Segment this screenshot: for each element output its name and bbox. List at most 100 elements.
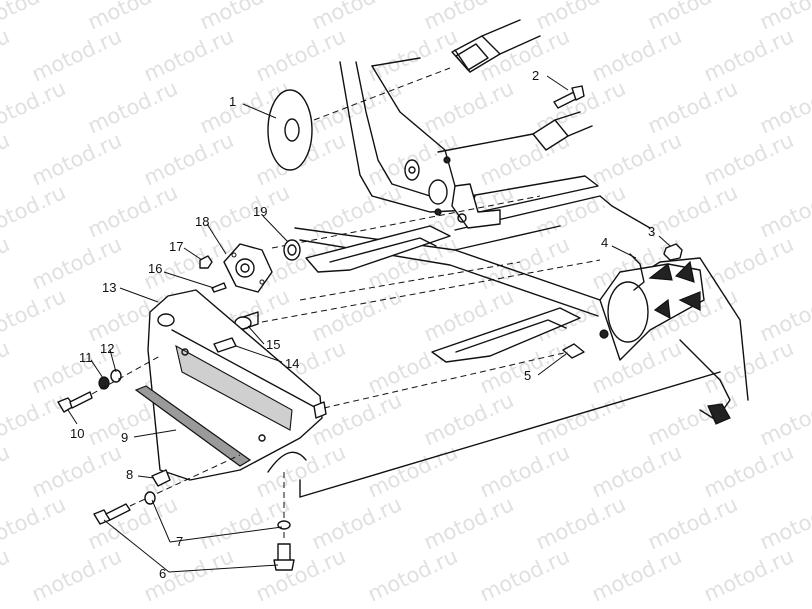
callout-5: 5 (524, 368, 531, 383)
watermark-text: motod.ru (476, 544, 573, 606)
watermark-text: motod.ru (308, 0, 405, 35)
callout-15: 15 (266, 337, 280, 352)
watermark-text: motod.ru (0, 76, 69, 138)
watermark-text: motod.ru (364, 440, 461, 502)
watermark-text: motod.ru (308, 284, 405, 346)
plug-part-8 (151, 469, 171, 487)
washer-part-7b (277, 520, 291, 530)
watermark-text: motod.ru (0, 0, 69, 35)
watermark-text: motod.ru (0, 284, 69, 346)
watermark-text: motod.ru (644, 76, 741, 138)
watermark-text: motod.ru (588, 336, 685, 398)
callout-7: 7 (176, 534, 183, 549)
watermark-text: motod.ru (28, 440, 125, 502)
watermark-text: motod.ru (532, 0, 629, 35)
disc-part-1 (267, 67, 451, 171)
callout-4: 4 (601, 235, 608, 250)
watermark-text: motod.ru (140, 544, 237, 606)
watermark-text: motod.ru (476, 440, 573, 502)
watermark-text: motod.ru (84, 492, 181, 554)
footrest-lower (431, 307, 581, 363)
watermark-text: motod.ru (308, 388, 405, 450)
watermark-text: motod.ru (644, 492, 741, 554)
watermark-text: motod.ru (28, 128, 125, 190)
callout-2: 2 (532, 68, 539, 83)
bolt-part-2 (553, 85, 585, 109)
callout-17: 17 (169, 239, 183, 254)
callout-16: 16 (148, 261, 162, 276)
watermark-text: motod.ru (252, 544, 349, 606)
watermark-text: motod.ru (588, 544, 685, 606)
callout-10: 10 (70, 426, 84, 441)
callout-8: 8 (126, 467, 133, 482)
watermark-text: motod.ru (196, 0, 293, 35)
lockwasher-part-11 (98, 376, 110, 390)
watermark-text: motod.ru (28, 24, 125, 86)
callout-1: 1 (229, 94, 236, 109)
watermark-text: motod.ru (364, 544, 461, 606)
watermark-text: motod.ru (700, 24, 797, 86)
frame-structure (294, 57, 749, 498)
watermark-text: motod.ru (0, 544, 13, 606)
watermark-text: motod.ru (532, 388, 629, 450)
plate-fittings (404, 156, 451, 216)
watermark-text: motod.ru (420, 76, 517, 138)
watermark-text: motod.ru (700, 544, 797, 606)
watermark-text: motod.ru (84, 180, 181, 242)
nut-part-17 (199, 255, 213, 269)
bolt-part-10 (57, 355, 161, 413)
bearing-housing (599, 260, 731, 425)
flange-bearing-part-18 (223, 195, 541, 293)
watermark-text: motod.ru (644, 0, 741, 35)
callout-18: 18 (195, 214, 209, 229)
watermark-text: motod.ru (532, 492, 629, 554)
callout-labels: 1 2 3 4 5 6 7 8 9 10 11 12 13 14 15 16 1… (70, 68, 655, 581)
watermark-text: motod.ru (84, 0, 181, 35)
clamp-part-4 (629, 253, 645, 291)
watermark-text: motod.ru (140, 24, 237, 86)
watermark-text: motod.ru (0, 336, 13, 398)
watermark-text: motod.ru (700, 232, 797, 294)
watermark-text: motod.ru (644, 180, 741, 242)
callout-6: 6 (159, 566, 166, 581)
callout-14: 14 (285, 356, 299, 371)
watermark-text: motod.ru (308, 76, 405, 138)
leader-lines (67, 75, 671, 573)
watermark-text: motod.ru (0, 388, 69, 450)
callout-12: 12 (100, 341, 114, 356)
bushing-part-19 (283, 239, 301, 261)
drive-shafts (437, 19, 593, 153)
watermark-text: motod.ru (0, 24, 13, 86)
watermark-text: motod.ru (700, 336, 797, 398)
watermark-text: motod.ru (420, 388, 517, 450)
callout-13: 13 (102, 280, 116, 295)
clip-part-5 (562, 343, 585, 359)
watermark-text: motod.ru (700, 440, 797, 502)
watermark-text: motod.ru (588, 24, 685, 86)
watermark-text: motod.ru (420, 0, 517, 35)
chain-guide-part-9 (134, 385, 252, 467)
screw-part-16 (211, 282, 227, 293)
watermark-text: motod.ru (0, 180, 69, 242)
watermark-text: motod.ru (420, 492, 517, 554)
callout-3: 3 (648, 224, 655, 239)
watermark-text: motod.ru (0, 440, 13, 502)
watermark-text: motod.ru (700, 128, 797, 190)
callout-11: 11 (79, 350, 93, 365)
watermark-text: motod.ru (364, 336, 461, 398)
watermark-text: motod.ru (308, 492, 405, 554)
watermark-text: motod.ru (588, 128, 685, 190)
washer-part-7a (144, 491, 156, 505)
watermark-text: motod.ru (308, 180, 405, 242)
watermark-text: motod.ru (0, 492, 69, 554)
footrest-upper (305, 225, 451, 273)
nut-part-3 (663, 243, 683, 261)
guard-part-13 (147, 289, 327, 481)
watermark-text: motod.ru (28, 544, 125, 606)
watermark-text: motod.ru (588, 440, 685, 502)
watermark-text: motod.ru (0, 128, 13, 190)
watermark-text: motod.ru (0, 232, 13, 294)
watermark-text: motod.ru (140, 128, 237, 190)
